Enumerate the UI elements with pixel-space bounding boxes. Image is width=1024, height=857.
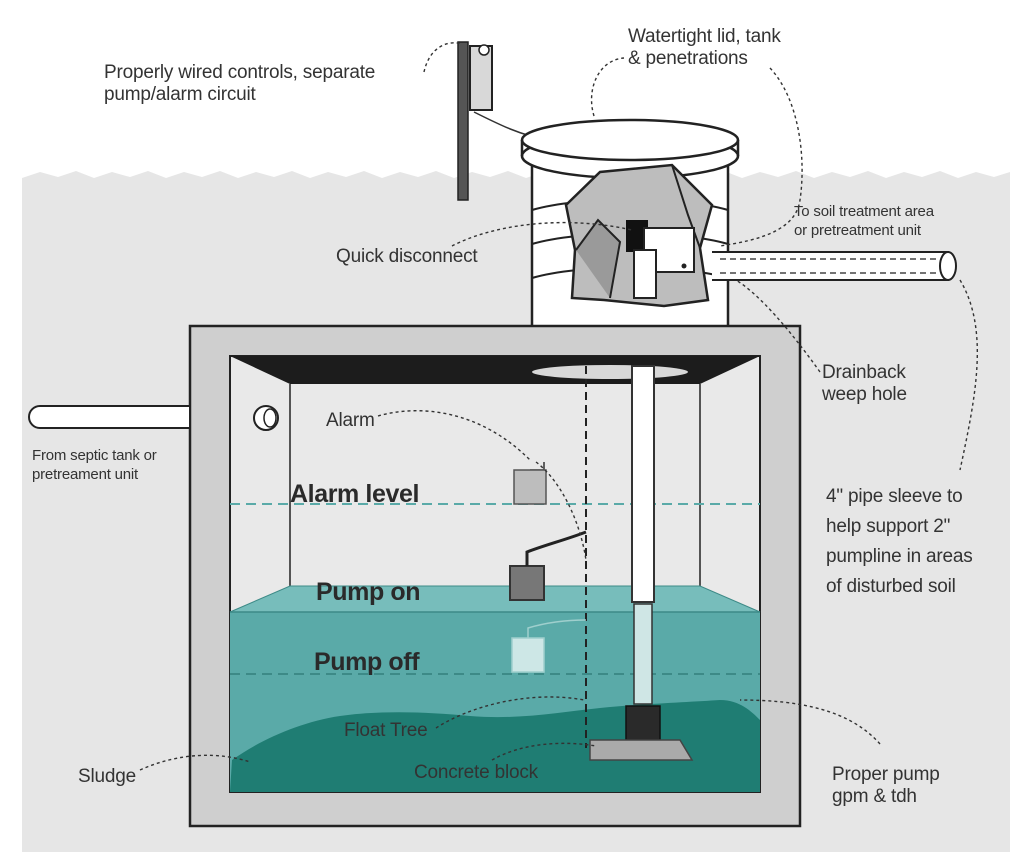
leader-lines bbox=[139, 42, 978, 771]
label-concrete-block: Concrete block bbox=[414, 762, 538, 783]
label-from-septic: From septic tank or pretreament unit bbox=[32, 447, 157, 483]
inlet-pipe bbox=[28, 405, 191, 429]
label-float-tree: Float Tree bbox=[344, 720, 428, 741]
label-drainback: Drainback weep hole bbox=[822, 362, 907, 405]
label-controls: Properly wired controls, separate pump/a… bbox=[104, 62, 376, 105]
label-pump-on: Pump on bbox=[316, 578, 421, 606]
label-quick-disconnect: Quick disconnect bbox=[336, 246, 478, 267]
pump-unit bbox=[589, 705, 694, 761]
label-proper-pump: Proper pump gpm & tdh bbox=[832, 764, 940, 807]
discharge-pipe bbox=[631, 365, 655, 705]
label-alarm: Alarm bbox=[326, 410, 375, 431]
label-soil-treatment: To soil treatment area or pretreatment u… bbox=[794, 203, 934, 239]
riser bbox=[520, 118, 740, 332]
outlet-pipe bbox=[712, 251, 957, 281]
label-sludge: Sludge bbox=[78, 766, 136, 787]
label-lid: Watertight lid, tank & penetrations bbox=[628, 26, 781, 69]
label-alarm-level: Alarm level bbox=[290, 480, 420, 508]
float-switches bbox=[509, 462, 587, 673]
label-pump-off: Pump off bbox=[314, 648, 420, 676]
label-pipe-sleeve: 4" pipe sleeve to help support 2" pumpli… bbox=[826, 486, 973, 597]
